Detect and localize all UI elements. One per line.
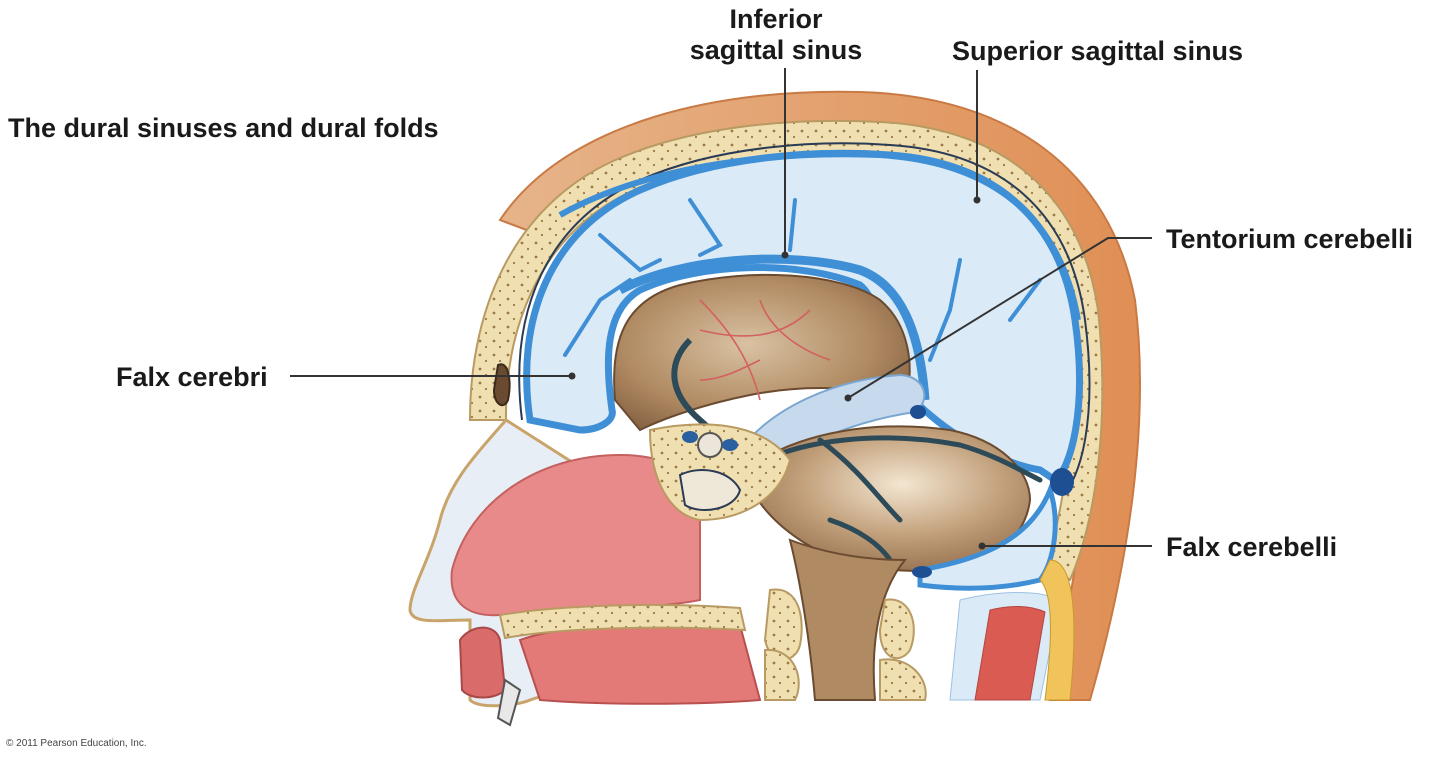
occipital-sinus-end [912,566,932,578]
upper-lip [458,626,507,699]
inferior-sagittal-sinus-vessel [617,254,930,401]
label-falx-cerebelli: Falx cerebelli [1166,532,1338,562]
brainstem-canal [788,538,908,701]
leader-inferior-sagittal-sinus-dot [781,251,789,259]
sphenoid-region [648,423,792,522]
frontal-sinus [492,363,511,407]
leader-falx-cerebelli-dot [978,542,986,550]
cerebral-arteries [699,299,831,401]
confluence-of-sinuses [1050,468,1074,496]
label-inferior-sagittal-sinus-line2: sagittal sinus [689,35,863,65]
superior-sagittal-sinus-vessel [558,151,1081,321]
neck-muscles [949,559,1075,701]
copyright-notice: © 2011 Pearson Education, Inc. [6,738,147,749]
small-clip [496,678,522,727]
falx-cerebelli-sheet [917,482,1058,591]
cerebral-cavity [613,273,911,432]
inner-skull-line [518,142,1091,496]
leader-tentorium-cerebelli-dot [844,394,852,402]
label-inferior-sagittal-sinus-line1: Inferior [729,4,823,34]
oral-cavity [518,622,762,705]
cerebellar-veins [752,435,1043,563]
cervical-vertebrae [763,588,927,701]
label-falx-cerebri: Falx cerebri [116,362,268,392]
leader-superior-sagittal-sinus-dot [973,196,981,204]
label-tentorium-cerebelli: Tentorium cerebelli [1166,224,1414,254]
diagram-title: The dural sinuses and dural folds [8,113,439,143]
palate-bone [498,603,747,640]
leader-lines [290,68,1152,550]
label-inferior-sagittal-sinus: Inferior sagittal sinus [660,4,892,66]
label-superior-sagittal-sinus: Superior sagittal sinus [952,36,1244,66]
straight-sinus-junction [910,405,926,419]
leader-falx-cerebri-dot [568,372,576,380]
leader-tentorium-cerebelli [847,237,1152,399]
